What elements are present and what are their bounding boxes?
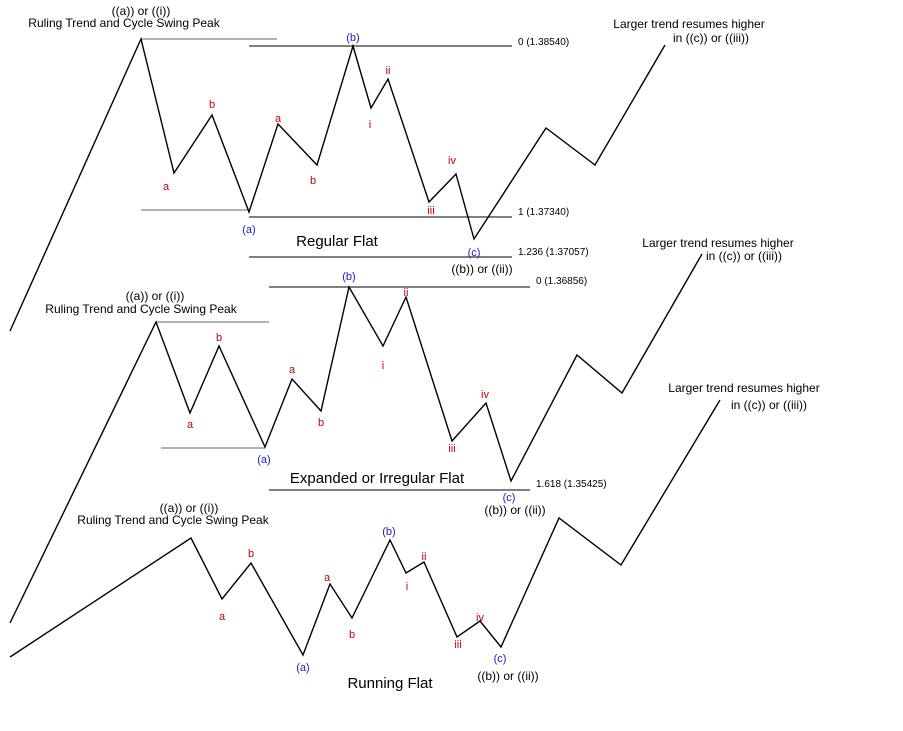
regular-flat-wave bbox=[9, 36, 666, 332]
regular-peak-label-2: Ruling Trend and Cycle Swing Peak bbox=[28, 16, 220, 30]
regular-flat-title: Regular Flat bbox=[296, 233, 379, 250]
expanded-subwave-a2: a bbox=[289, 364, 296, 376]
running-peak-label-2: Ruling Trend and Cycle Swing Peak bbox=[77, 513, 269, 527]
expanded-peak-label-2: Ruling Trend and Cycle Swing Peak bbox=[45, 302, 237, 316]
expanded-end-label: ((b)) or ((ii)) bbox=[484, 503, 545, 517]
regular-resume-label-1: Larger trend resumes higher bbox=[613, 17, 764, 31]
expanded-subwave-b2: b bbox=[318, 417, 324, 429]
regular-level-0-label: 0 (1.38540) bbox=[518, 37, 569, 48]
regular-wave-a-label: (a) bbox=[242, 224, 255, 236]
expanded-wave-b-label: (b) bbox=[342, 271, 355, 283]
regular-subwave-iii: iii bbox=[427, 205, 434, 217]
running-wave-a-label: (a) bbox=[296, 662, 309, 674]
expanded-level-1618-label: 1.618 (1.35425) bbox=[536, 479, 607, 490]
regular-subwave-iv: iv bbox=[448, 155, 456, 167]
running-subwave-i: i bbox=[406, 581, 408, 593]
running-wave-b-label: (b) bbox=[382, 526, 395, 538]
running-subwave-b2: b bbox=[349, 629, 355, 641]
expanded-subwave-iii: iii bbox=[448, 443, 455, 455]
regular-level-1236-label: 1.236 (1.37057) bbox=[518, 247, 589, 258]
regular-subwave-i: i bbox=[369, 119, 371, 131]
running-subwave-ii: ii bbox=[422, 551, 427, 563]
expanded-subwave-ii: ii bbox=[404, 287, 409, 299]
regular-flat-section: ((a)) or ((i)) Ruling Trend and Cycle Sw… bbox=[9, 4, 765, 332]
running-subwave-a1: a bbox=[219, 611, 226, 623]
regular-subwave-ii: ii bbox=[386, 65, 391, 77]
expanded-wave-c-label: (c) bbox=[503, 492, 516, 504]
running-wave-c-label: (c) bbox=[494, 653, 507, 665]
regular-subwave-a2: a bbox=[275, 113, 282, 125]
regular-wave-b-label: (b) bbox=[346, 32, 359, 44]
regular-resume-label-2: in ((c)) or ((iii)) bbox=[673, 31, 749, 45]
running-flat-wave bbox=[9, 399, 721, 658]
running-flat-title: Running Flat bbox=[347, 675, 433, 692]
expanded-level-0-label: 0 (1.36856) bbox=[536, 276, 587, 287]
expanded-flat-title: Expanded or Irregular Flat bbox=[290, 470, 465, 487]
regular-subwave-b1: b bbox=[209, 99, 215, 111]
expanded-wave-a-label: (a) bbox=[257, 454, 270, 466]
regular-end-label: ((b)) or ((ii)) bbox=[451, 262, 512, 276]
running-subwave-a2: a bbox=[324, 572, 331, 584]
running-resume-label-2: in ((c)) or ((iii)) bbox=[731, 398, 807, 412]
regular-subwave-b2: b bbox=[310, 175, 316, 187]
regular-wave-c-label: (c) bbox=[468, 247, 481, 259]
expanded-subwave-a1: a bbox=[187, 419, 194, 431]
running-subwave-iv: iv bbox=[476, 612, 484, 624]
regular-level-1-label: 1 (1.37340) bbox=[518, 207, 569, 218]
running-subwave-iii: iii bbox=[454, 639, 461, 651]
expanded-flat-section: ((a)) or ((i)) Ruling Trend and Cycle Sw… bbox=[9, 236, 794, 624]
regular-peak-label-1: ((a)) or ((i)) bbox=[112, 4, 171, 18]
expanded-subwave-i: i bbox=[382, 360, 384, 372]
expanded-resume-label-1: Larger trend resumes higher bbox=[642, 236, 793, 250]
expanded-subwave-b1: b bbox=[216, 332, 222, 344]
running-subwave-b1: b bbox=[248, 548, 254, 560]
expanded-resume-label-2: in ((c)) or ((iii)) bbox=[706, 249, 782, 263]
running-peak-label-1: ((a)) or ((i)) bbox=[160, 501, 219, 515]
running-end-label: ((b)) or ((ii)) bbox=[477, 669, 538, 683]
expanded-subwave-iv: iv bbox=[481, 389, 489, 401]
expanded-peak-label-1: ((a)) or ((i)) bbox=[126, 289, 185, 303]
running-flat-section: ((a)) or ((i)) Ruling Trend and Cycle Sw… bbox=[9, 381, 820, 692]
expanded-flat-wave bbox=[9, 253, 703, 624]
running-resume-label-1: Larger trend resumes higher bbox=[668, 381, 819, 395]
regular-subwave-a1: a bbox=[163, 181, 170, 193]
